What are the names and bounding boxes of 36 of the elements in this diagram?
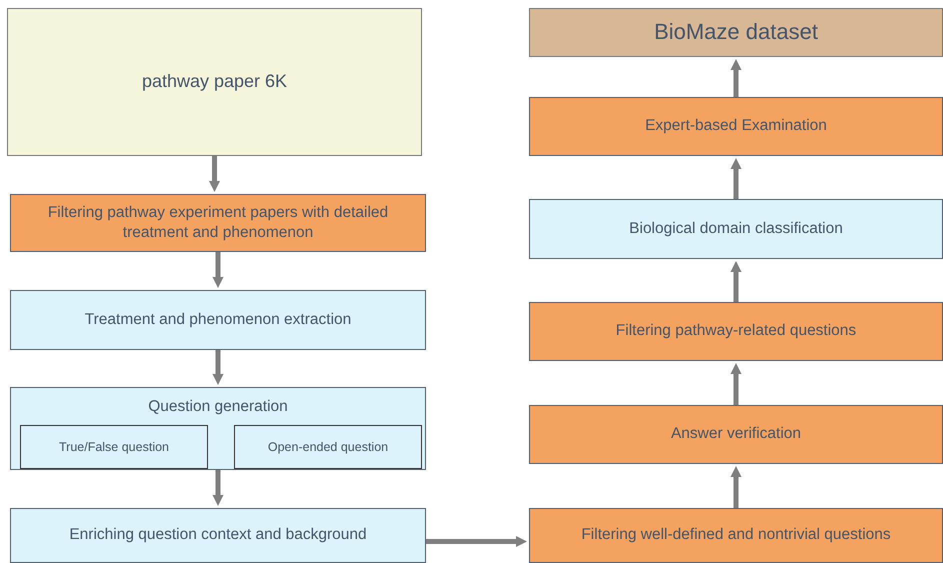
process-box — [10, 290, 426, 350]
process-box — [10, 508, 426, 563]
arrow — [730, 59, 742, 97]
arrow — [730, 363, 742, 405]
arrow — [730, 466, 742, 508]
box-label: Treatment and phenomenon extraction — [84, 310, 352, 330]
box-label: Filtering pathway-related questions — [616, 321, 856, 342]
process-box — [234, 425, 422, 469]
box-label: Open-ended question — [268, 438, 388, 456]
box-label: Question generation — [148, 397, 288, 417]
process-box — [529, 405, 943, 464]
process-box — [529, 302, 943, 361]
process-box — [20, 425, 208, 469]
box-label: Answer verification — [670, 424, 802, 444]
box-label: pathway paper 6K — [142, 70, 288, 94]
box-label: Biological domain classification — [629, 218, 843, 239]
process-box — [10, 387, 426, 470]
process-box — [10, 194, 426, 252]
box-label: Filtering well-defined and nontrivial questions — [581, 525, 891, 546]
arrow — [426, 536, 527, 547]
arrow — [212, 350, 224, 385]
arrow — [212, 470, 224, 506]
process-box — [529, 97, 943, 156]
box-label: Expert-based Examination — [645, 116, 827, 136]
arrow — [212, 252, 224, 288]
box-label: BioMaze dataset — [654, 18, 818, 46]
process-box — [529, 199, 943, 259]
process-box — [7, 8, 422, 156]
arrow — [730, 158, 742, 199]
box-label: Filtering pathway experiment papers with detailed treatment and phenomenon — [46, 202, 390, 243]
process-box — [529, 8, 943, 57]
arrow — [730, 261, 742, 302]
box-label: Enriching question context and background — [69, 525, 367, 546]
process-box — [529, 508, 943, 563]
box-label: True/False question — [58, 438, 169, 456]
arrow — [209, 156, 220, 192]
